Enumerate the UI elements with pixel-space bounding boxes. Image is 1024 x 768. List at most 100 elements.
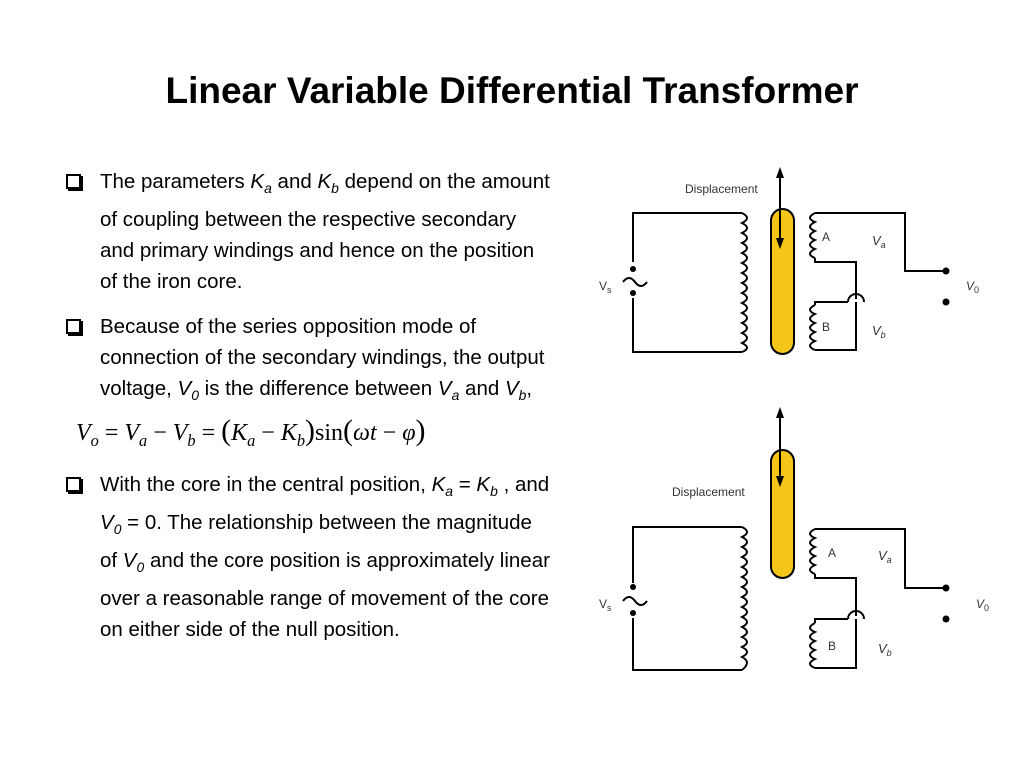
bullet-text: With the core in the central position,: [100, 472, 432, 496]
bullet-text: Because of the series opposition mode of…: [100, 315, 545, 401]
wire: [815, 528, 946, 589]
eq-op: =: [195, 420, 222, 447]
vb-label: Vb: [878, 641, 892, 658]
bullet-text: The parameters: [100, 170, 251, 193]
v0-sub: 0: [984, 603, 989, 613]
vs-symbol: V: [599, 279, 607, 293]
eq-sub: b: [296, 430, 306, 450]
symbol-v: V: [100, 511, 114, 535]
symbol-sub: a: [445, 483, 454, 500]
displacement-label: Displacement: [672, 485, 745, 499]
terminal: [630, 584, 636, 590]
bullet-item-2: Because of the series opposition mode of…: [62, 311, 552, 411]
eq-paren: ): [415, 414, 426, 448]
ac-source-icon: [622, 596, 648, 606]
bullet-text: = 0. The relationship between the magnit…: [100, 511, 532, 573]
symbol-k: K: [250, 170, 265, 193]
secondary-a-coil: [809, 212, 818, 259]
secondary-b-coil: [809, 304, 818, 351]
wire: [632, 526, 742, 583]
symbol-v: V: [437, 377, 452, 401]
symbol-sub: b: [490, 483, 498, 500]
symbol-k: K: [431, 472, 446, 496]
v0-label: V0: [976, 597, 989, 613]
symbol-sub: b: [518, 387, 527, 404]
wire: [814, 574, 857, 616]
output-terminal: [942, 615, 950, 623]
eq-symbol: φ: [402, 420, 416, 447]
terminal: [630, 610, 636, 616]
vb-sub: b: [887, 648, 892, 658]
lvdt-diagram-top: Displacement Vs A B Va Vb V0: [599, 167, 979, 355]
wire: [814, 618, 848, 623]
wire: [814, 258, 857, 299]
eq-op: =: [98, 420, 125, 447]
arrow-up-icon: [776, 167, 784, 178]
symbol-sub: 0: [113, 521, 122, 538]
eq-op: −: [255, 420, 281, 447]
bullet-text: and the core position is approximately l…: [100, 549, 550, 642]
output-terminal: [942, 584, 950, 592]
wire-crossover: [847, 610, 865, 620]
v0-symbol: V: [966, 279, 975, 293]
v0-sub: 0: [974, 285, 979, 295]
terminal: [630, 290, 636, 296]
symbol-sub: a: [264, 180, 272, 197]
symbol-k: K: [317, 170, 332, 193]
checkbox-bullet-icon: [66, 174, 81, 189]
bullet-text: and: [271, 170, 318, 193]
symbol-sub: a: [451, 387, 460, 404]
v0-symbol: V: [976, 597, 985, 611]
eq-op: −: [147, 420, 173, 447]
wire: [815, 619, 857, 669]
symbol-v: V: [504, 377, 519, 401]
eq-paren: (: [343, 414, 354, 448]
lvdt-diagram-bottom: Displacement Vs A B Va Vb V0: [599, 407, 989, 671]
wire: [632, 618, 742, 671]
wire: [815, 302, 857, 351]
eq-symbol: V: [124, 420, 140, 447]
wire: [814, 301, 848, 305]
output-terminal: [942, 298, 950, 306]
vb-label: Vb: [872, 323, 886, 340]
eq-sub: a: [247, 430, 256, 450]
eq-paren: (: [221, 414, 232, 448]
bullet-text: , and: [497, 472, 550, 496]
eq-symbol: K: [280, 420, 297, 447]
iron-core: [770, 208, 795, 355]
eq-symbol: K: [231, 420, 248, 447]
lvdt-equation: Vo = Va − Vb = (Ka − Kb)sin(ωt − φ): [62, 413, 552, 459]
symbol-k: K: [476, 472, 491, 496]
eq-op: −: [376, 420, 403, 447]
arrow-up-icon: [776, 407, 784, 418]
bullet-text: is the difference between: [198, 377, 438, 401]
eq-sub: o: [90, 430, 99, 450]
coil-b-label: B: [822, 320, 830, 334]
v0-label: V0: [966, 279, 979, 295]
arrow-down-icon: [776, 476, 784, 487]
symbol-sub: 0: [191, 387, 199, 404]
vs-symbol: V: [599, 597, 607, 611]
eq-sub: a: [139, 430, 148, 450]
bullet-text: =: [453, 472, 477, 496]
wire: [815, 212, 946, 272]
wire: [632, 298, 742, 353]
eq-symbol: V: [172, 420, 188, 447]
slide-title: Linear Variable Differential Transformer: [165, 70, 859, 111]
vs-sub: s: [607, 603, 612, 613]
symbol-v: V: [122, 549, 137, 573]
eq-paren: ): [305, 414, 316, 448]
secondary-b-coil: [809, 622, 818, 669]
bullet-item-3: With the core in the central position, K…: [62, 469, 552, 645]
eq-symbol: ωt: [353, 420, 377, 447]
bullet-list: The parameters Ka and Kb depend on the a…: [62, 166, 552, 659]
va-sub: a: [881, 240, 886, 250]
iron-core: [770, 449, 795, 579]
va-sub: a: [887, 555, 892, 565]
va-label: Va: [878, 548, 892, 565]
eq-sub: b: [187, 430, 196, 450]
bullet-text: depend on the amount of coupling between…: [100, 170, 550, 294]
vs-label: Vs: [599, 597, 612, 613]
coil-a-label: A: [828, 546, 836, 560]
bullet-item-1: The parameters Ka and Kb depend on the a…: [62, 166, 552, 297]
